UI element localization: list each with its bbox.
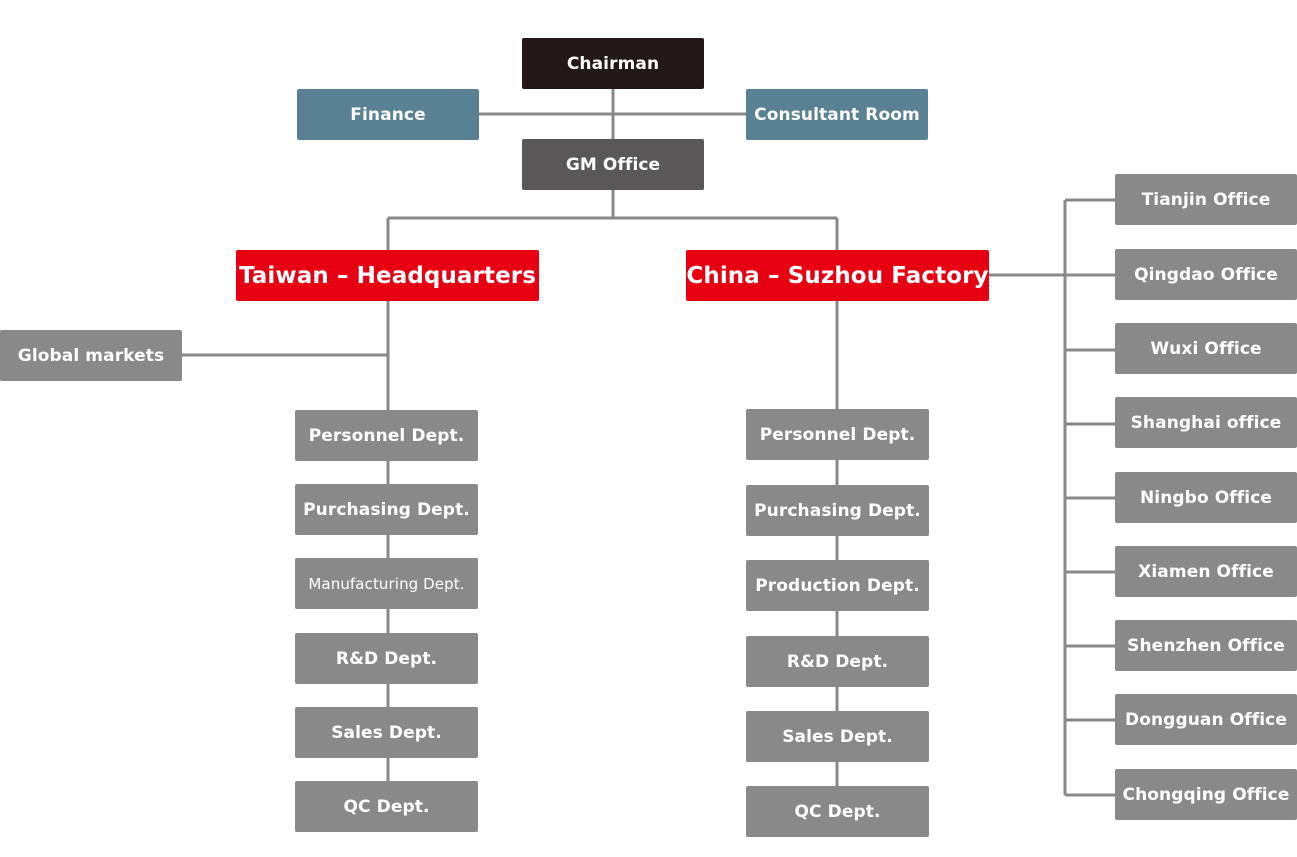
chongqing-office-box: Chongqing Office (1115, 769, 1297, 820)
finance-box: Finance (297, 89, 479, 140)
taiwan-sales-dept-box: Sales Dept. (295, 707, 478, 758)
ningbo-office-box: Ningbo Office (1115, 472, 1297, 523)
wuxi-office-box: Wuxi Office (1115, 323, 1297, 374)
tianjin-office-box: Tianjin Office (1115, 174, 1297, 225)
shenzhen-office-box: Shenzhen Office (1115, 620, 1297, 671)
china-suzhou-factory-box: China – Suzhou Factory (686, 250, 989, 301)
taiwan-purchasing-dept-box: Purchasing Dept. (295, 484, 478, 535)
china-purchasing-dept-box: Purchasing Dept. (746, 485, 929, 536)
consultant-room-box: Consultant Room (746, 89, 928, 140)
chairman-box: Chairman (522, 38, 704, 89)
gm-office-box: GM Office (522, 139, 704, 190)
taiwan-headquarters-box: Taiwan – Headquarters (236, 250, 539, 301)
taiwan-qc-dept-box: QC Dept. (295, 781, 478, 832)
taiwan-manufacturing-dept-box: Manufacturing Dept. (295, 558, 478, 609)
taiwan-personnel-dept-box: Personnel Dept. (295, 410, 478, 461)
china-sales-dept-box: Sales Dept. (746, 711, 929, 762)
shanghai-office-box: Shanghai office (1115, 397, 1297, 448)
china-qc-dept-box: QC Dept. (746, 786, 929, 837)
xiamen-office-box: Xiamen Office (1115, 546, 1297, 597)
china-rd-dept-box: R&D Dept. (746, 636, 929, 687)
global-markets-box: Global markets (0, 330, 182, 381)
taiwan-rd-dept-box: R&D Dept. (295, 633, 478, 684)
qingdao-office-box: Qingdao Office (1115, 249, 1297, 300)
china-personnel-dept-box: Personnel Dept. (746, 409, 929, 460)
china-production-dept-box: Production Dept. (746, 560, 929, 611)
dongguan-office-box: Dongguan Office (1115, 694, 1297, 745)
